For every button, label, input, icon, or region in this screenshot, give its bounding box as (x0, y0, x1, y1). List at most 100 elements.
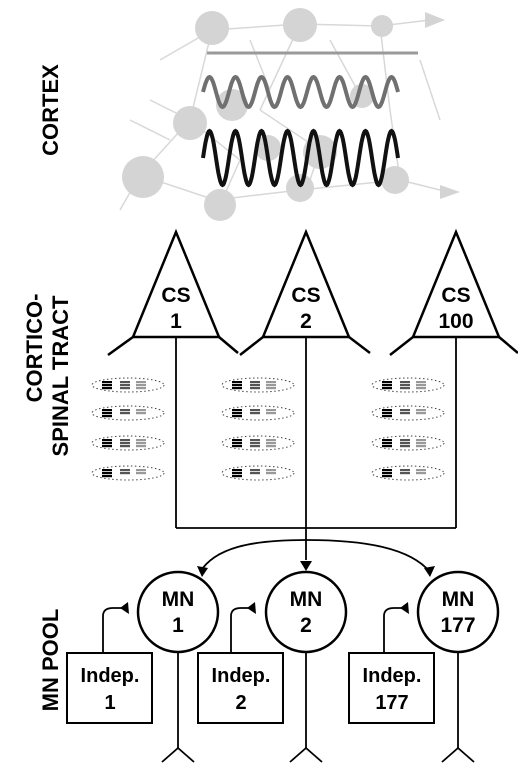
spike-mark (382, 415, 392, 418)
spike-train-1 (91, 377, 165, 481)
mn-neuron-1-name: MN (162, 588, 195, 611)
spike-mark (232, 409, 242, 412)
spike-mark (102, 475, 112, 478)
spike-mark (266, 442, 276, 445)
spike-mark (416, 469, 426, 472)
spike-mark (120, 439, 130, 442)
spike-mark (416, 439, 426, 442)
mn-neuron-177-number: 177 (440, 614, 475, 637)
spike-mark (120, 412, 130, 415)
spike-mark (400, 381, 410, 384)
spike-mark (400, 472, 410, 475)
spike-envelope (91, 377, 165, 393)
spike-mark (136, 442, 146, 445)
spike-mark (382, 475, 392, 478)
spike-mark (102, 387, 112, 390)
spike-mark (400, 412, 410, 415)
spike-mark (102, 381, 112, 384)
spike-envelope (91, 405, 165, 421)
spike-mark (416, 445, 426, 448)
section-label-cortex: CORTEX (38, 64, 63, 156)
spike-mark (102, 469, 112, 472)
mn-neuron-2-number: 2 (300, 614, 312, 637)
spike-mark (400, 387, 410, 390)
spike-mark (136, 439, 146, 442)
spike-envelope (371, 465, 445, 481)
spike-mark (266, 439, 276, 442)
spike-mark (232, 469, 242, 472)
indep-input-2-name: Indep. (212, 665, 271, 687)
spike-mark (416, 442, 426, 445)
indep-input-1-number: 1 (104, 692, 115, 714)
spike-mark (120, 445, 130, 448)
spike-envelope (221, 377, 295, 393)
spike-mark (382, 472, 392, 475)
mn-neuron-1-number: 1 (172, 614, 184, 637)
cs-neuron-2-number: 2 (300, 310, 312, 333)
spike-mark (266, 412, 276, 415)
cortex-oscillation-small (201, 74, 400, 110)
spike-envelope (371, 435, 445, 451)
spike-mark (136, 472, 146, 475)
spike-mark (382, 439, 392, 442)
spike-envelope (221, 405, 295, 421)
spike-mark (250, 384, 260, 387)
spike-mark (400, 384, 410, 387)
spike-mark (232, 439, 242, 442)
spike-mark (250, 412, 260, 415)
indep-input-177 (348, 652, 435, 724)
spike-mark (120, 469, 130, 472)
spike-mark (266, 384, 276, 387)
section-label-corticospinal-2: SPINAL TRACT (48, 295, 73, 456)
indep-input-177-number: 177 (375, 692, 408, 714)
spike-mark (416, 381, 426, 384)
spike-mark (266, 445, 276, 448)
spike-mark (102, 472, 112, 475)
mn-neuron-2-name: MN (290, 588, 323, 611)
spike-mark (266, 387, 276, 390)
indep-input-2-number: 2 (235, 692, 246, 714)
spike-mark (382, 412, 392, 415)
cortex-background-neurons (122, 8, 460, 221)
spike-mark (232, 381, 242, 384)
spike-train-100 (371, 377, 445, 481)
spike-mark (400, 445, 410, 448)
spike-mark (102, 439, 112, 442)
spike-mark (416, 412, 426, 415)
spike-mark (266, 469, 276, 472)
cs-neuron-100-name: CS (441, 284, 470, 307)
spike-envelope (221, 435, 295, 451)
spike-mark (400, 469, 410, 472)
spike-mark (232, 384, 242, 387)
spike-mark (120, 442, 130, 445)
spike-envelope (221, 465, 295, 481)
mn-neuron-177-name: MN (442, 588, 475, 611)
spike-mark (400, 409, 410, 412)
spike-mark (416, 384, 426, 387)
indep-input-2 (197, 652, 284, 724)
spike-mark (400, 439, 410, 442)
spike-mark (232, 475, 242, 478)
spike-mark (120, 409, 130, 412)
section-label-mn-pool: MN POOL (38, 609, 63, 712)
spike-mark (120, 472, 130, 475)
spike-mark (382, 469, 392, 472)
spike-mark (232, 415, 242, 418)
spike-mark (382, 445, 392, 448)
mn-neuron-1 (136, 570, 220, 654)
indep-input-1-name: Indep. (81, 665, 140, 687)
cs-neuron-1-number: 1 (170, 310, 182, 333)
spike-mark (102, 442, 112, 445)
spike-envelope (91, 435, 165, 451)
spike-mark (136, 409, 146, 412)
mn-neuron-2 (264, 570, 348, 654)
spike-mark (136, 381, 146, 384)
spike-mark (266, 472, 276, 475)
spike-mark (232, 442, 242, 445)
spike-mark (416, 409, 426, 412)
spike-mark (400, 442, 410, 445)
spike-mark (102, 412, 112, 415)
spike-mark (250, 381, 260, 384)
